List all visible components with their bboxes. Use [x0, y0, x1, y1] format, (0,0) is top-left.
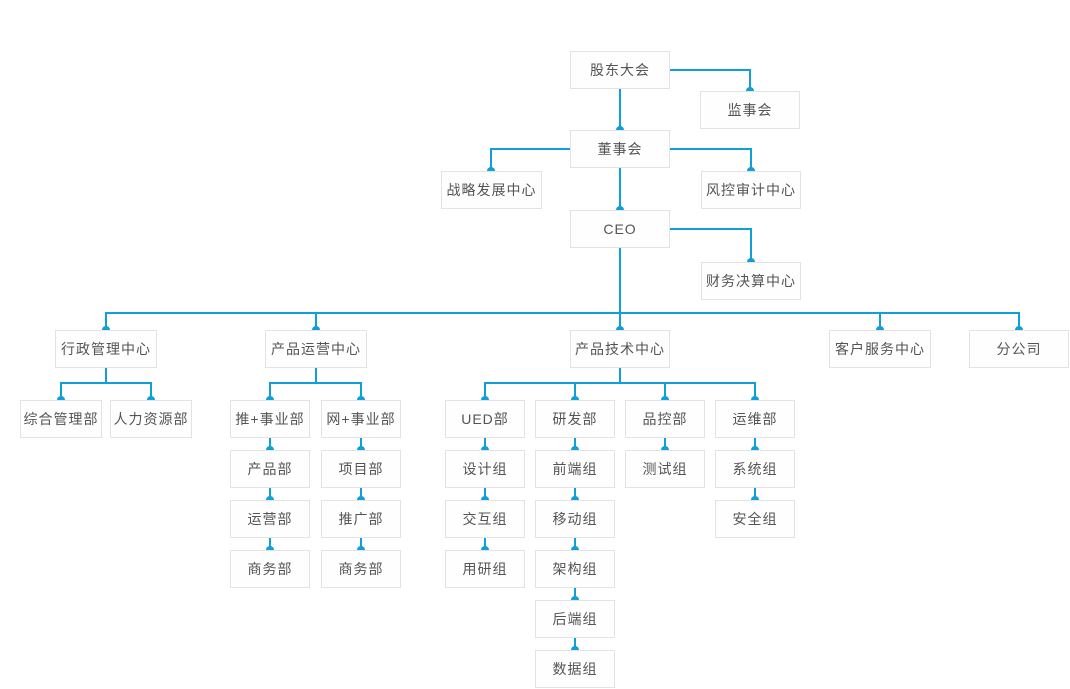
- org-node-data-team[interactable]: 数据组: [535, 650, 615, 688]
- org-node-strategy-development-center[interactable]: 战略发展中心: [441, 171, 542, 209]
- org-node-project-dept[interactable]: 项目部: [321, 450, 401, 488]
- org-node-user-research-team[interactable]: 用研组: [445, 550, 525, 588]
- org-node-customer-service-center[interactable]: 客户服务中心: [829, 330, 931, 368]
- chain-stub-connectors: [269, 438, 756, 650]
- connector-lines: [60, 69, 1020, 650]
- admin-branch-connectors: [60, 368, 152, 400]
- org-node-system-team[interactable]: 系统组: [715, 450, 795, 488]
- org-node-ued-dept[interactable]: UED部: [445, 400, 525, 438]
- org-node-interaction-team[interactable]: 交互组: [445, 500, 525, 538]
- org-node-tui-business-dept[interactable]: 推+事业部: [230, 400, 310, 438]
- org-node-mobile-team[interactable]: 移动组: [535, 500, 615, 538]
- org-node-design-team[interactable]: 设计组: [445, 450, 525, 488]
- org-node-business-dept-1[interactable]: 商务部: [230, 550, 310, 588]
- org-node-risk-audit-center[interactable]: 风控审计中心: [701, 171, 801, 209]
- org-node-ceo[interactable]: CEO: [570, 210, 670, 248]
- org-node-security-team[interactable]: 安全组: [715, 500, 795, 538]
- org-node-financial-accounting-center[interactable]: 财务决算中心: [701, 262, 801, 300]
- org-node-branch-company[interactable]: 分公司: [969, 330, 1069, 368]
- org-node-backend-team[interactable]: 后端组: [535, 600, 615, 638]
- org-node-business-dept-2[interactable]: 商务部: [321, 550, 401, 588]
- org-node-testing-team[interactable]: 测试组: [625, 450, 705, 488]
- org-node-frontend-team[interactable]: 前端组: [535, 450, 615, 488]
- org-node-product-technology-center[interactable]: 产品技术中心: [570, 330, 670, 368]
- org-node-operation-dept[interactable]: 运营部: [230, 500, 310, 538]
- org-node-shareholders-meeting[interactable]: 股东大会: [570, 51, 670, 89]
- org-node-admin-management-center[interactable]: 行政管理中心: [55, 330, 157, 368]
- bus-connector: [105, 248, 1020, 330]
- operation-branch-connectors: [269, 368, 362, 400]
- org-node-product-operation-center[interactable]: 产品运营中心: [265, 330, 367, 368]
- org-node-supervisory-board[interactable]: 监事会: [700, 91, 800, 129]
- org-node-rd-dept[interactable]: 研发部: [535, 400, 615, 438]
- org-node-wang-business-dept[interactable]: 网+事业部: [321, 400, 401, 438]
- org-node-architecture-team[interactable]: 架构组: [535, 550, 615, 588]
- technology-branch-connectors: [484, 368, 756, 400]
- org-node-hr-dept[interactable]: 人力资源部: [110, 400, 192, 438]
- org-node-ops-dept[interactable]: 运维部: [715, 400, 795, 438]
- org-node-general-management-dept[interactable]: 综合管理部: [20, 400, 102, 438]
- org-node-promotion-dept[interactable]: 推广部: [321, 500, 401, 538]
- org-node-board-of-directors[interactable]: 董事会: [570, 130, 670, 168]
- top-level-connectors: [490, 69, 752, 262]
- org-node-product-dept[interactable]: 产品部: [230, 450, 310, 488]
- org-node-qc-dept[interactable]: 品控部: [625, 400, 705, 438]
